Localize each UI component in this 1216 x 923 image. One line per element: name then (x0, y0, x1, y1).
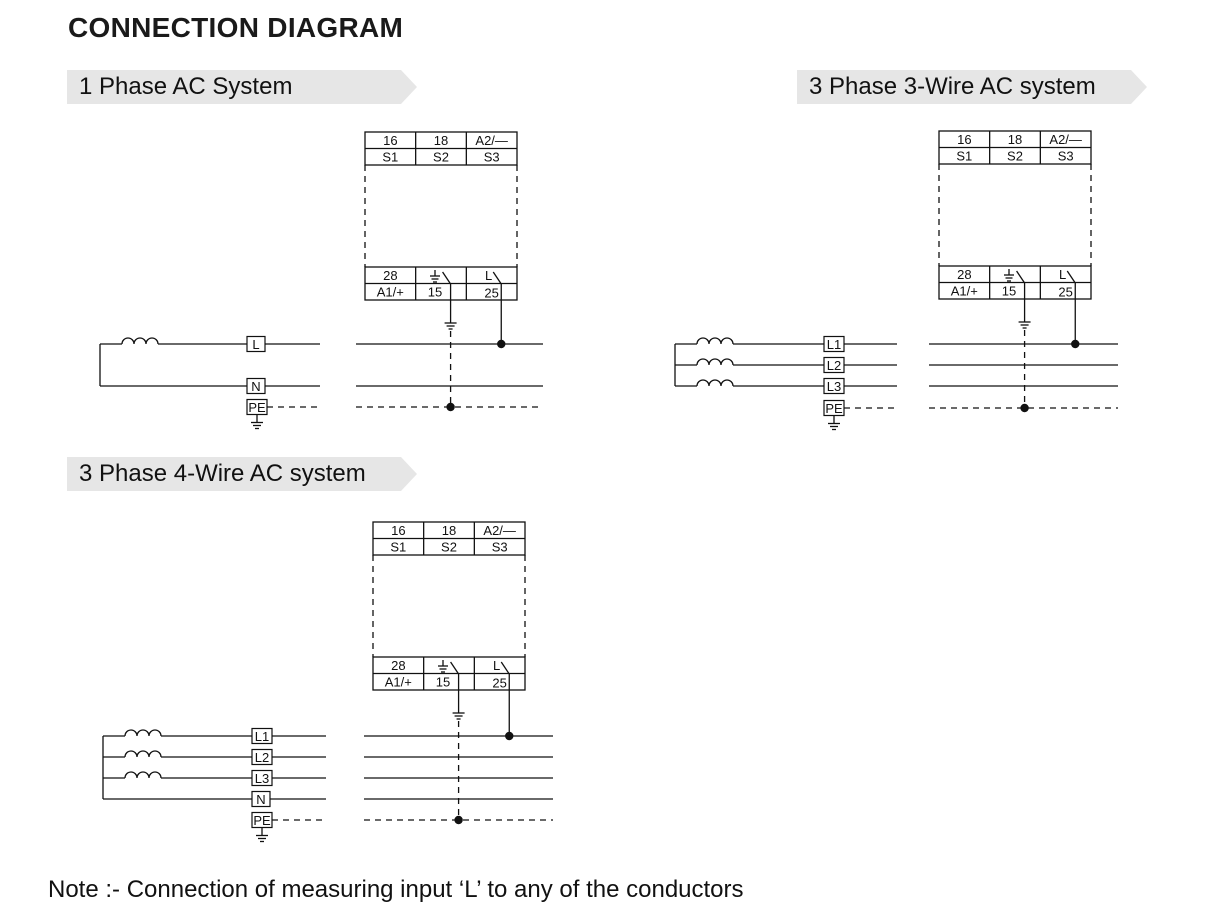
terminal-number: 25 (492, 676, 506, 691)
terminal-label: S1 (390, 540, 406, 555)
heading-banner-single-phase: 1 Phase AC System (67, 70, 417, 104)
terminal-number: A2/— (475, 133, 508, 148)
pe-connection-dot (446, 402, 455, 412)
terminal-number: 15 (436, 675, 450, 690)
heading-banner-three-phase-4-wire: 3 Phase 4-Wire AC system (67, 457, 417, 491)
conductor-label-pe: PE (253, 813, 271, 828)
terminal-label: A1/+ (385, 675, 412, 690)
terminal-label-l: L (1059, 267, 1066, 282)
terminal-label-l: L (485, 268, 492, 283)
terminal-number: 18 (442, 523, 456, 538)
note-text: Note :- Connection of measuring input ‘L… (48, 876, 744, 903)
pe-earth-symbol (251, 414, 263, 430)
earth-terminal-lead (442, 271, 452, 285)
terminal-number: 16 (391, 523, 405, 538)
coil-icon (696, 337, 734, 345)
pe-connection-dot (1020, 403, 1029, 413)
conductor-label-n: N (256, 792, 265, 807)
heading-three-phase-4-wire: 3 Phase 4-Wire AC system (79, 460, 366, 487)
conductor-label-l1: L1 (827, 337, 841, 352)
terminal-number: 28 (957, 267, 971, 282)
heading-three-phase-3-wire: 3 Phase 3-Wire AC system (809, 73, 1096, 100)
terminal-label: S1 (382, 150, 398, 165)
coil-icon (124, 771, 162, 779)
conductor-label-l1: L1 (255, 729, 269, 744)
coil-icon (124, 750, 162, 758)
terminal-label: S2 (441, 540, 457, 555)
conductor-label-l: L (252, 337, 259, 352)
l-terminal-lead (492, 271, 502, 285)
earth-icon (438, 660, 448, 673)
terminal-number: 16 (383, 133, 397, 148)
coil-icon (696, 379, 734, 387)
terminal-label: S3 (484, 150, 500, 165)
coil-icon (696, 358, 734, 366)
coil-icon (124, 729, 162, 737)
earth-terminal-lead (450, 661, 460, 675)
pe-connection-dot (454, 815, 463, 825)
page-title: CONNECTION DIAGRAM (68, 12, 404, 43)
terminal-label-l: L (493, 658, 500, 673)
conductor-label-l2: L2 (255, 750, 269, 765)
earth-icon (430, 270, 440, 283)
terminal-number: 28 (391, 658, 405, 673)
terminal-label: S3 (492, 540, 508, 555)
earth-symbol (444, 315, 457, 330)
terminal-number: 15 (428, 285, 442, 300)
terminal-number: 28 (383, 268, 397, 283)
terminal-number: 25 (1058, 285, 1072, 300)
earth-terminal-lead (1016, 270, 1026, 284)
conductor-label-l3: L3 (255, 771, 269, 786)
conductor-label-l2: L2 (827, 358, 841, 373)
conductor-label-n: N (251, 379, 260, 394)
conductor-label-pe: PE (825, 401, 843, 416)
conductor-label-pe: PE (248, 400, 266, 415)
terminal-label: S3 (1058, 149, 1074, 164)
terminal-label: A1/+ (951, 284, 978, 299)
terminal-label: S2 (433, 150, 449, 165)
terminal-label: S1 (956, 149, 972, 164)
terminal-label: S2 (1007, 149, 1023, 164)
terminal-number: 18 (434, 133, 448, 148)
coil-icon (121, 337, 159, 345)
heading-banner-three-phase-3-wire: 3 Phase 3-Wire AC system (797, 70, 1147, 104)
terminal-number: 25 (484, 286, 498, 301)
conductor-label-l3: L3 (827, 379, 841, 394)
earth-icon (1004, 269, 1014, 282)
terminal-number: 16 (957, 132, 971, 147)
earth-symbol (452, 705, 465, 720)
l-terminal-lead (1066, 270, 1076, 284)
terminal-number: 15 (1002, 284, 1016, 299)
l-terminal-lead (500, 661, 510, 675)
terminal-number: A2/— (1049, 132, 1082, 147)
pe-earth-symbol (828, 415, 840, 431)
heading-single-phase: 1 Phase AC System (79, 73, 293, 100)
terminal-label: A1/+ (377, 285, 404, 300)
terminal-number: 18 (1008, 132, 1022, 147)
terminal-number: A2/— (483, 523, 516, 538)
pe-earth-symbol (256, 827, 268, 843)
earth-symbol (1018, 314, 1031, 329)
